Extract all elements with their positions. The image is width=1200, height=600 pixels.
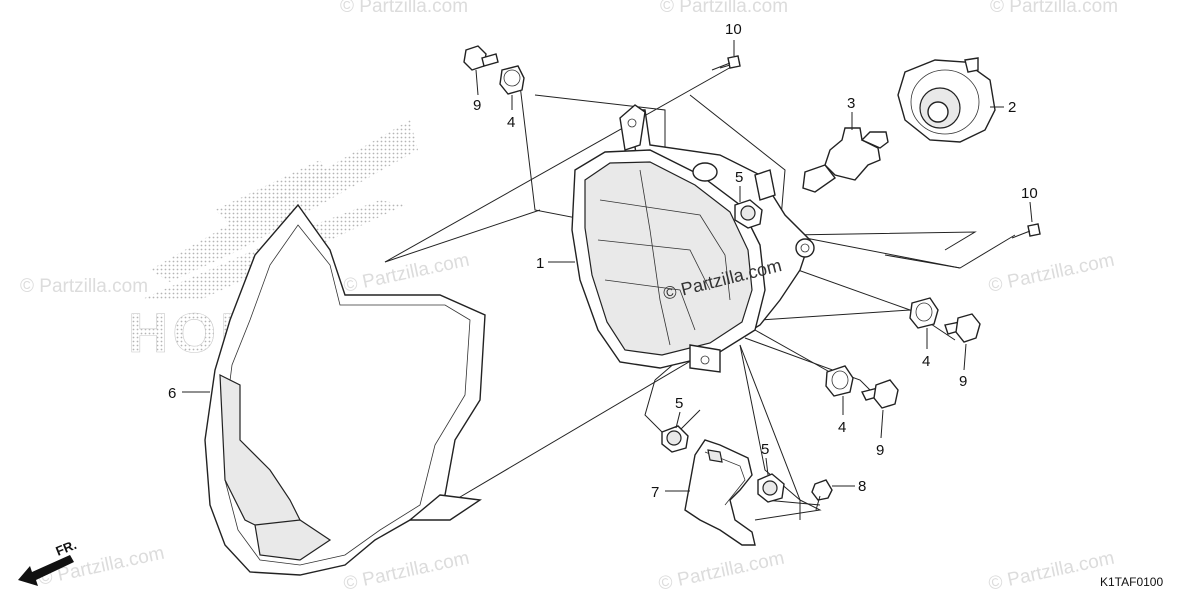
callout-9[interactable]: 9 bbox=[876, 442, 884, 459]
grommet[interactable] bbox=[499, 65, 525, 95]
bolt[interactable] bbox=[860, 379, 899, 409]
bolt[interactable] bbox=[463, 45, 499, 71]
watermark: © Partzilla.com bbox=[990, 0, 1118, 17]
screw[interactable] bbox=[811, 479, 833, 511]
callout-10[interactable]: 10 bbox=[1021, 185, 1038, 202]
socket-cover[interactable] bbox=[897, 57, 996, 143]
headlight-unit[interactable] bbox=[571, 104, 815, 373]
bolt[interactable] bbox=[944, 313, 981, 343]
callout-5[interactable]: 5 bbox=[761, 441, 769, 458]
diagram-code: K1TAF0100 bbox=[1100, 575, 1163, 589]
watermark: © Partzilla.com bbox=[657, 548, 787, 595]
callout-8[interactable]: 8 bbox=[858, 478, 866, 495]
callout-10[interactable]: 10 bbox=[725, 21, 742, 38]
callout-7[interactable]: 7 bbox=[651, 484, 659, 501]
screw[interactable] bbox=[711, 55, 741, 71]
watermark: © Partzilla.com bbox=[340, 0, 468, 17]
callout-4[interactable]: 4 bbox=[507, 114, 515, 131]
collar[interactable] bbox=[757, 473, 785, 503]
grommet[interactable] bbox=[909, 297, 939, 329]
watermark: © Partzilla.com bbox=[342, 548, 472, 595]
watermark: © Partzilla.com bbox=[987, 548, 1117, 595]
callout-9[interactable]: 9 bbox=[473, 97, 481, 114]
watermark: © Partzilla.com bbox=[20, 276, 148, 297]
callout-6[interactable]: 6 bbox=[168, 385, 176, 402]
watermark: © Partzilla.com bbox=[342, 250, 472, 297]
front-direction-arrow: FR. bbox=[18, 537, 79, 586]
screw[interactable] bbox=[1011, 223, 1041, 239]
callout-4[interactable]: 4 bbox=[838, 419, 846, 436]
watermark: © Partzilla.com bbox=[987, 250, 1117, 297]
grommet[interactable] bbox=[825, 365, 854, 397]
collar[interactable] bbox=[661, 425, 689, 453]
callout-1[interactable]: 1 bbox=[536, 255, 544, 272]
assembly-lines bbox=[384, 61, 1016, 521]
front-direction-label: FR. bbox=[54, 537, 79, 559]
callout-3[interactable]: 3 bbox=[847, 95, 855, 112]
callout-labels: 1 2 3 4 4 4 5 5 5 6 7 8 9 9 9 10 10 bbox=[168, 21, 1038, 501]
callout-2[interactable]: 2 bbox=[1008, 99, 1016, 116]
watermark: © Partzilla.com bbox=[660, 0, 788, 17]
headlight-cowl[interactable] bbox=[204, 203, 486, 576]
headlight-bracket[interactable] bbox=[684, 439, 756, 546]
headlight-bulb[interactable] bbox=[802, 127, 889, 193]
callout-9[interactable]: 9 bbox=[959, 373, 967, 390]
callout-leaders bbox=[182, 40, 1033, 492]
callout-5[interactable]: 5 bbox=[735, 169, 743, 186]
callout-5[interactable]: 5 bbox=[675, 395, 683, 412]
callout-4[interactable]: 4 bbox=[922, 353, 930, 370]
collar[interactable] bbox=[734, 199, 763, 229]
